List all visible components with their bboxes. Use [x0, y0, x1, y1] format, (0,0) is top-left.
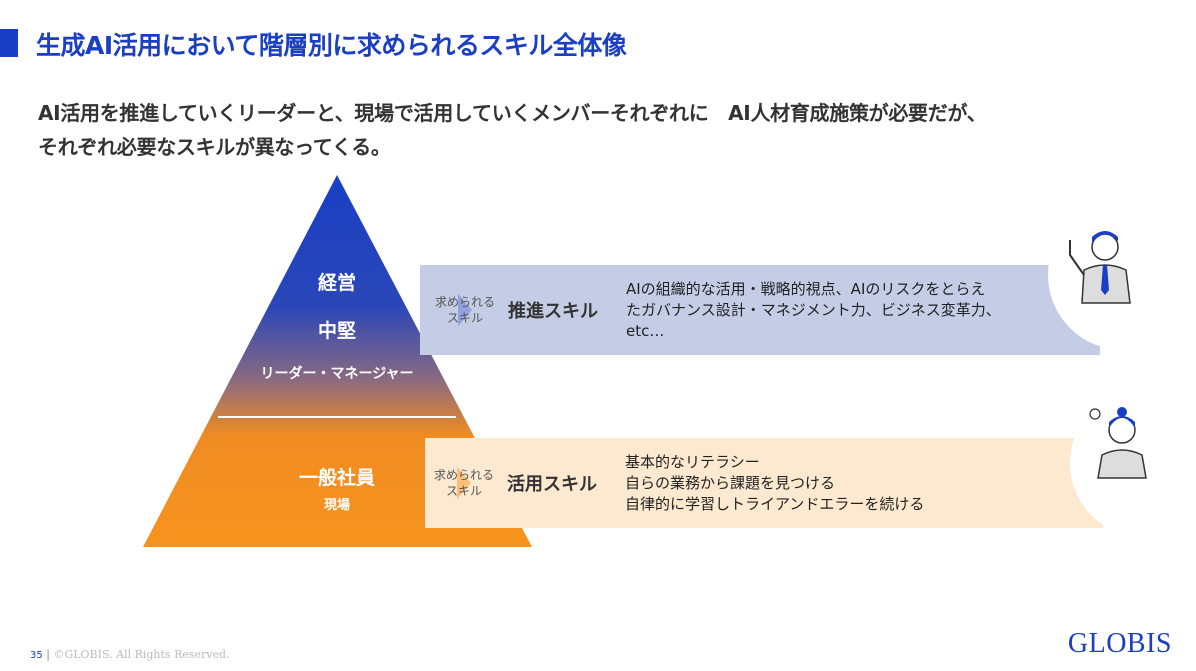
level-middle: 中堅	[317, 320, 356, 342]
copyright: ©GLOBIS. All Rights Reserved.	[53, 648, 230, 661]
page-number: 35	[30, 650, 43, 661]
subtitle-line: AI活用を推進していくリーダーと、現場で活用していくメンバーそれぞれに AI人材…	[38, 101, 987, 125]
utilization-skill-panel: 求められるスキル 活用スキル 基本的なリテラシー 自らの業務から課題を見つける …	[425, 438, 1103, 528]
level-leader-manager: リーダー・マネージャー	[260, 366, 414, 382]
level-executive: 経営	[317, 272, 356, 294]
subtitle-line: それぞれ必要なスキルが異なってくる。	[38, 135, 391, 159]
businesswoman-idea-icon	[1089, 407, 1147, 479]
required-skill-tag: 求められるスキル	[433, 467, 494, 499]
subtitle: AI活用を推進していくリーダーと、現場で活用していくメンバーそれぞれに AI人材…	[38, 96, 987, 164]
promotion-skill-panel: 求められるスキル 推進スキル AIの組織的な活用・戦略的視点、AIのリスクをとら…	[420, 265, 1100, 355]
required-skill-tag: 求められるスキル	[434, 294, 495, 326]
title-accent-bar	[0, 29, 18, 57]
page-title: 生成AI活用において階層別に求められるスキル全体像	[36, 31, 627, 60]
skill-description: 基本的なリテラシー 自らの業務から課題を見つける 自律的に学習しトライアンドエラ…	[625, 452, 925, 513]
arrow-icon	[457, 467, 471, 499]
globis-logo: GLOBIS	[1067, 628, 1172, 659]
level-general-staff: 一般社員	[298, 467, 375, 489]
footer: 35 | ©GLOBIS. All Rights Reserved.	[30, 648, 230, 661]
skill-name: 推進スキル	[508, 301, 598, 322]
skill-description: AIの組織的な活用・戦略的視点、AIのリスクをとらえ たガバナンス設計・マネジメ…	[626, 279, 1001, 340]
arrow-icon	[458, 294, 472, 326]
level-field: 現場	[323, 498, 350, 513]
businessman-pointing-icon	[1069, 231, 1131, 304]
skill-name: 活用スキル	[507, 474, 597, 495]
